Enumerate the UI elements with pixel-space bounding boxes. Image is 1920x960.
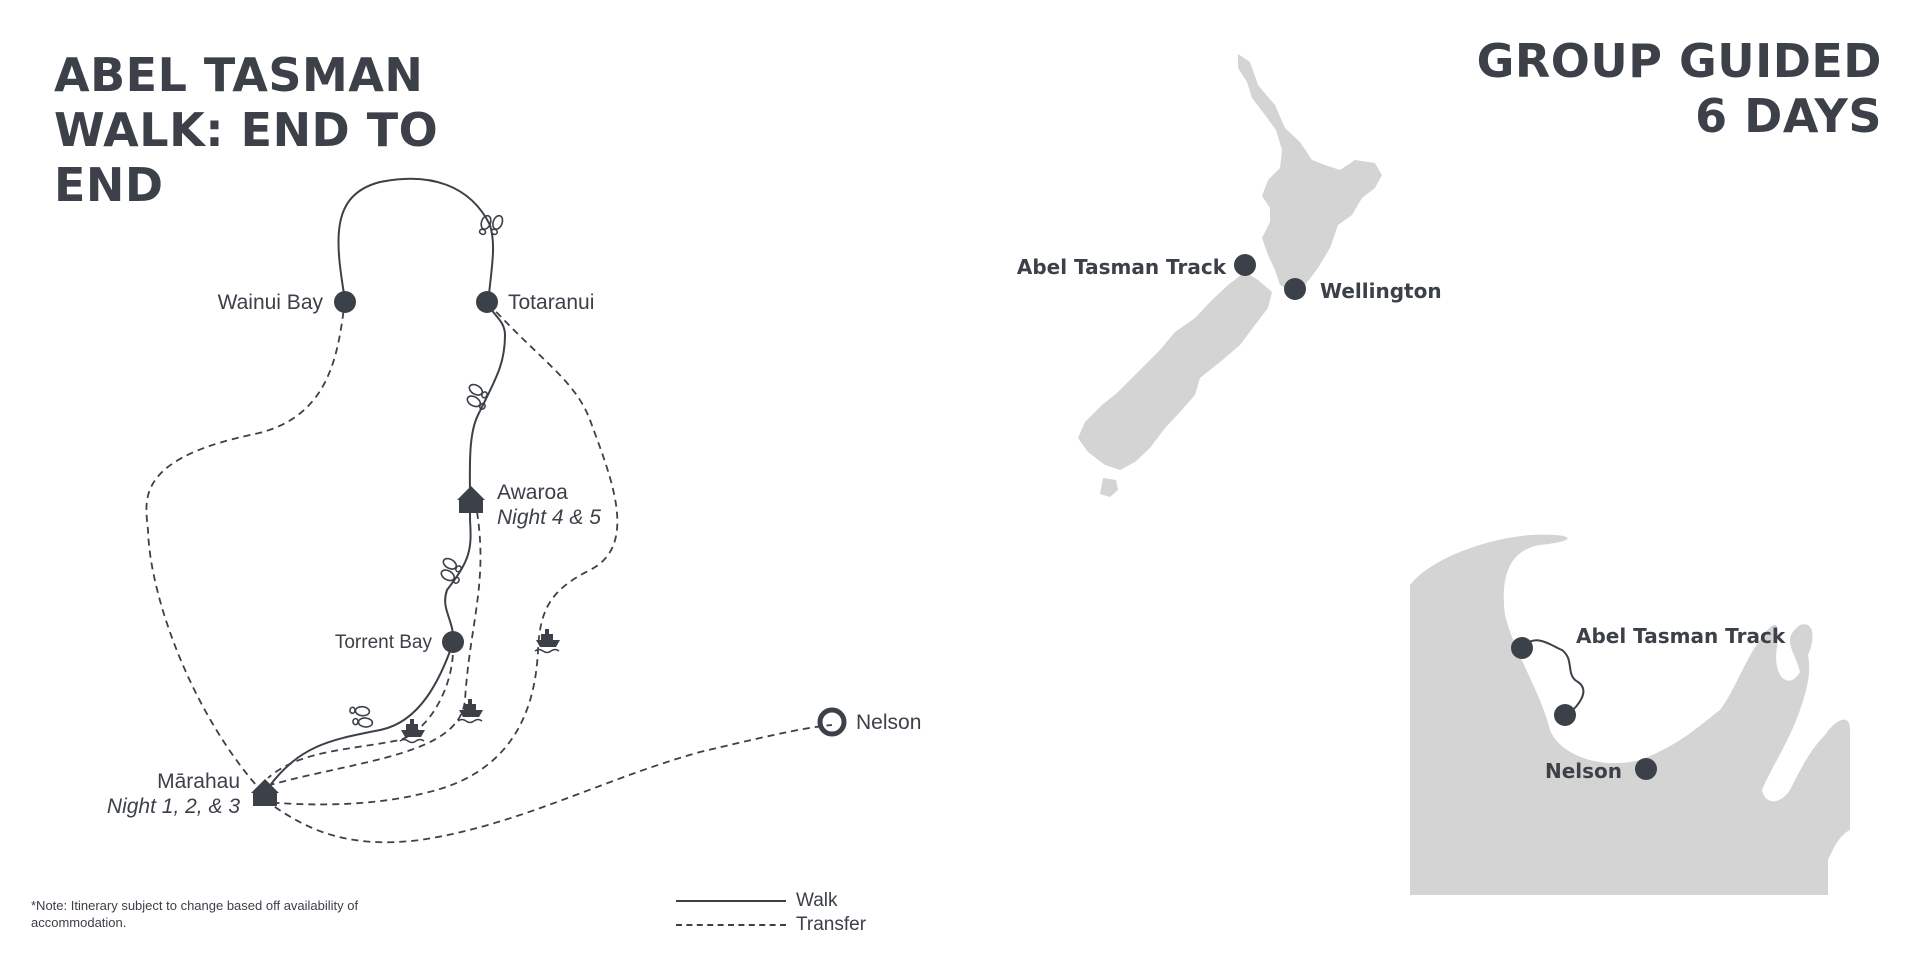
nelson-marker <box>817 707 847 737</box>
wellington-marker <box>1284 278 1306 300</box>
itinerary-note: *Note: Itinerary subject to change based… <box>31 898 359 930</box>
tour-type-line-1: GROUP GUIDED <box>1476 34 1882 88</box>
nz-north-island <box>1238 54 1382 292</box>
route-stops <box>251 291 847 806</box>
title-line-2: WALK: END TO <box>54 103 439 157</box>
abel-tasman-track-marker <box>1234 254 1256 276</box>
inset-track-label: Abel Tasman Track <box>1576 624 1786 648</box>
torrent-bay-label: Torrent Bay <box>335 632 433 653</box>
totaranui-marker <box>476 291 498 313</box>
transfer-route-awaroa <box>269 499 482 786</box>
inset-land <box>1410 534 1850 895</box>
legend-walk-label: Walk <box>796 890 838 911</box>
legend: Walk Transfer <box>676 889 866 937</box>
boat-icon <box>457 698 484 724</box>
transfer-route-nelson <box>264 724 833 844</box>
legend-walk-swatch <box>676 900 786 902</box>
inset-nelson-marker <box>1635 758 1657 780</box>
inset-track-end-marker <box>1554 704 1576 726</box>
wainui-bay-label: Wainui Bay <box>218 291 324 314</box>
legend-transfer-swatch <box>676 924 786 926</box>
legend-transfer-label: Transfer <box>796 914 867 935</box>
transfer-route-torrent <box>267 642 454 779</box>
awaroa-lodge-icon <box>457 486 485 513</box>
footprints-icon <box>435 555 468 587</box>
tour-type-heading: GROUP GUIDED 6 DAYS <box>1477 34 1882 144</box>
nz-south-island <box>1078 272 1272 470</box>
legend-transfer: Transfer <box>676 913 866 937</box>
legend-walk: Walk <box>676 889 866 913</box>
transfer-route-wainui <box>145 299 346 796</box>
tour-duration-line: 6 DAYS <box>1695 89 1882 143</box>
inset-map: Abel Tasman Track Nelson <box>1410 534 1850 895</box>
walk-route <box>267 177 507 789</box>
footprints-icon <box>347 704 375 729</box>
awaroa-night-label: Night 4 & 5 <box>497 506 601 529</box>
inset-nelson-label: Nelson <box>1545 759 1622 783</box>
nz-overview-map: Abel Tasman Track Wellington <box>1017 54 1442 497</box>
marahau-lodge-icon <box>251 779 279 806</box>
marahau-night-label: Night 1, 2, & 3 <box>107 795 240 818</box>
boat-icon <box>399 718 426 744</box>
title-line-3: END <box>54 158 164 212</box>
route-labels: Wainui Bay Totaranui Awaroa Night 4 & 5 … <box>107 291 921 818</box>
nelson-label: Nelson <box>856 711 921 734</box>
inset-walk-route <box>1521 639 1585 716</box>
wellington-label: Wellington <box>1320 279 1442 303</box>
totaranui-label: Totaranui <box>508 291 594 314</box>
wainui-bay-marker <box>334 291 356 313</box>
inset-track-start-marker <box>1511 637 1533 659</box>
torrent-bay-marker <box>442 631 464 653</box>
transfer-route-totaranui <box>264 302 619 806</box>
title-line-1: ABEL TASMAN <box>54 48 424 102</box>
transfer-routes <box>145 299 833 844</box>
marahau-label: Mārahau <box>157 770 240 793</box>
awaroa-label: Awaroa <box>497 481 568 504</box>
nz-stewart-island <box>1100 478 1118 497</box>
page-title: ABEL TASMAN WALK: END TO END <box>54 48 438 213</box>
nz-track-label: Abel Tasman Track <box>1017 255 1227 279</box>
boat-icon <box>534 628 561 654</box>
